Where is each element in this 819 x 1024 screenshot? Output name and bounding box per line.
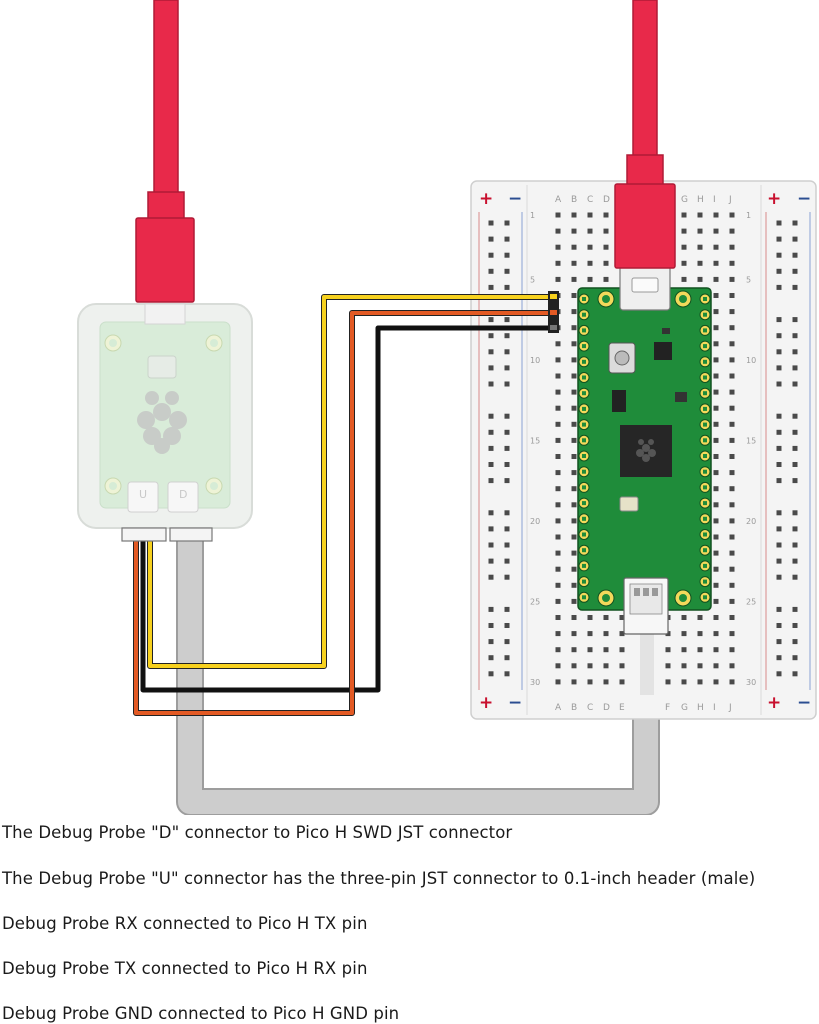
- raspberry-logo-icon: [636, 439, 656, 462]
- rail-plus-bottom-right: +: [767, 693, 781, 713]
- wire-yellow-fill: [148, 295, 552, 668]
- wiring-diagram: + − + − + − + − AABBCCDDEEFFGGHHIIJJ 115…: [77, 0, 817, 815]
- rail-plus-top-right: +: [767, 189, 781, 209]
- usb-cable-probe: [153, 0, 179, 197]
- caption-tx-rx: Debug Probe TX connected to Pico H RX pi…: [2, 959, 368, 978]
- breadboard-column-letter-bottom: D: [603, 703, 610, 713]
- debug-probe: U D: [77, 303, 253, 542]
- caption-d-connector: The Debug Probe "D" connector to Pico H …: [2, 823, 513, 842]
- breadboard-column-letter-top: H: [697, 195, 704, 205]
- rail-minus-top-right: −: [797, 189, 811, 209]
- breadboard-row-number-left: 5: [530, 275, 535, 284]
- probe-port-d-label: D: [179, 488, 187, 501]
- breadboard-column-letter-bottom: E: [619, 703, 625, 713]
- breadboard-row-number-left: 1: [530, 211, 535, 220]
- breadboard-row-number-right: 30: [746, 678, 756, 687]
- breadboard-row-number-left: 10: [530, 356, 540, 365]
- breadboard-column-letter-top: A: [555, 195, 562, 205]
- rail-plus-top-left: +: [479, 189, 493, 209]
- header-pin-yellow: [550, 294, 557, 299]
- breadboard-row-number-right: 5: [746, 275, 751, 284]
- breadboard-row-number-right: 20: [746, 517, 756, 526]
- wire-orange-fill: [134, 311, 552, 715]
- breadboard-row-number-right: 10: [746, 356, 756, 365]
- breadboard-column-letter-bottom: A: [555, 703, 562, 713]
- usb-cable-pico: [632, 0, 658, 161]
- breadboard-row-number-right: 25: [746, 597, 756, 606]
- breadboard-column-letter-top: C: [587, 195, 593, 205]
- rail-plus-bottom-left: +: [479, 693, 493, 713]
- header-pin-black: [550, 325, 557, 330]
- usb-plug-probe: [147, 191, 185, 221]
- probe-u-jst-plug: [121, 527, 167, 542]
- breadboard-row-number-left: 30: [530, 678, 540, 687]
- caption-u-connector: The Debug Probe "U" connector has the th…: [2, 869, 756, 888]
- breadboard-row-number-left: 15: [530, 436, 540, 445]
- header-pin-orange: [550, 310, 557, 315]
- usb-plug-probe-body: [135, 217, 195, 303]
- breadboard-row-number-right: 1: [746, 211, 751, 220]
- caption-gnd: Debug Probe GND connected to Pico H GND …: [2, 1004, 400, 1023]
- breadboard-column-letter-top: I: [713, 195, 716, 205]
- probe-raspberry-logo-icon: [137, 391, 187, 454]
- breadboard-column-letter-bottom: G: [681, 703, 688, 713]
- breadboard-row-number-left: 25: [530, 597, 540, 606]
- jst-pin-2: [643, 588, 649, 596]
- wire-black-gnd: [140, 325, 552, 693]
- usb-plug-pico: [626, 154, 664, 188]
- pico-h-board: [577, 287, 712, 611]
- breadboard-column-letter-top: J: [728, 195, 732, 205]
- breadboard-row-number-left: 20: [530, 517, 540, 526]
- breadboard-column-letter-bottom: F: [665, 703, 670, 713]
- breadboard-column-letter-bottom: I: [713, 703, 716, 713]
- pico-gpio-pins: [578, 293, 711, 603]
- probe-d-jst-plug: [169, 527, 213, 542]
- breadboard-column-letter-top: D: [603, 195, 610, 205]
- breadboard-column-letter-bottom: B: [571, 703, 577, 713]
- breadboard-column-letter-top: G: [681, 195, 688, 205]
- breadboard-column-letter-bottom: H: [697, 703, 704, 713]
- breadboard-column-letter-top: B: [571, 195, 577, 205]
- rail-minus-bottom-left: −: [508, 693, 522, 713]
- breadboard-row-number-right: 15: [746, 436, 756, 445]
- jst-pin-3: [652, 588, 658, 596]
- rail-minus-bottom-right: −: [797, 693, 811, 713]
- breadboard-column-letter-bottom: J: [728, 703, 732, 713]
- rail-minus-top-left: −: [508, 189, 522, 209]
- breadboard-column-letter-bottom: C: [587, 703, 593, 713]
- probe-port-u-label: U: [139, 488, 147, 501]
- usb-plug-pico-body: [614, 183, 676, 269]
- caption-rx-tx: Debug Probe RX connected to Pico H TX pi…: [2, 914, 368, 933]
- jst-pin-1: [634, 588, 640, 596]
